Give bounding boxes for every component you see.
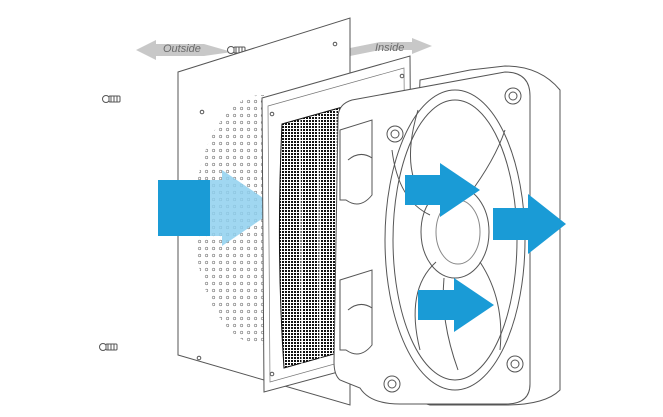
screw-top-left	[102, 95, 121, 103]
airflow-arrows	[405, 163, 566, 332]
inside-label: Inside	[375, 42, 404, 54]
inside-direction: Inside	[350, 38, 432, 56]
arrow-left-icon	[136, 40, 232, 60]
screw-bottom-left	[99, 343, 118, 351]
arrow-right-icon	[405, 163, 480, 217]
arrow-right-icon	[493, 194, 566, 254]
outside-label: Outside	[163, 43, 201, 55]
arrow-right-icon	[350, 38, 432, 56]
outside-direction: Outside	[136, 40, 232, 60]
intake-airflow-arrow	[158, 170, 278, 246]
arrow-right-icon	[418, 278, 494, 332]
